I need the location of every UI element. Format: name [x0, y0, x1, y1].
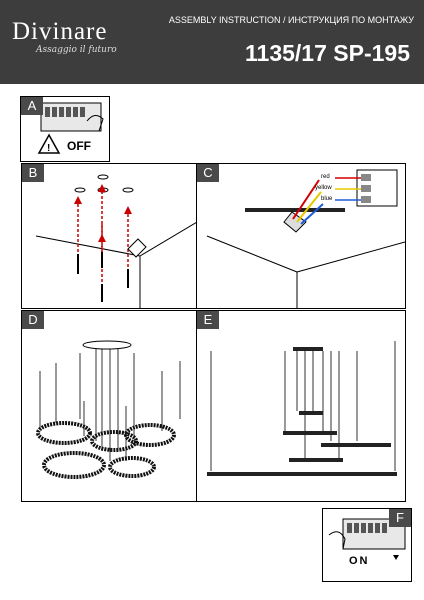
panel-e-label: E	[197, 311, 219, 329]
panel-c-label: C	[197, 164, 219, 182]
breaker-panel-illustration: !	[37, 102, 104, 154]
panel-f-power-on: F ON	[322, 508, 412, 582]
panel-e-height-adjustment: E	[196, 310, 406, 502]
brand-logo: Divinare	[12, 18, 108, 45]
header-bar: Divinare Assaggio il futuro ASSEMBLY INS…	[0, 0, 424, 84]
wire-label-red: red	[321, 174, 330, 180]
panel-b-label: B	[22, 164, 44, 182]
wire-label-yellow: yellow	[315, 185, 332, 191]
brand-tagline: Assaggio il futuro	[36, 45, 117, 55]
breaker-panel-on-illustration	[328, 518, 406, 560]
mounting-bracket	[245, 208, 345, 212]
wiring-illustration	[206, 169, 405, 308]
crystal-rings	[36, 421, 176, 479]
panel-a-power-off: A ! OFF	[20, 96, 110, 162]
power-off-status: OFF	[67, 139, 91, 153]
panel-d-assembled-chandelier: D	[21, 310, 198, 502]
panel-d-label: D	[22, 311, 44, 329]
warning-icon	[37, 133, 61, 154]
assembly-instruction-title: ASSEMBLY INSTRUCTION / ИНСТРУКЦИЯ ПО МОН…	[168, 15, 414, 25]
ceiling-mount-illustration	[35, 174, 197, 308]
chandelier-rings-illustration	[36, 340, 181, 479]
model-number: 1135/17 SP-195	[245, 40, 410, 66]
height-adjustment-illustration	[207, 341, 397, 476]
panel-a-label: A	[21, 97, 43, 115]
panel-b-ceiling-mount: B	[21, 163, 198, 309]
wire-label-blue: blue	[321, 196, 333, 202]
panel-c-wiring: C red yellow blue	[196, 163, 406, 309]
power-on-status: ON	[349, 555, 370, 567]
drill-icon	[127, 238, 147, 258]
linear-light-bars	[207, 411, 397, 476]
svg-text:!: !	[47, 143, 50, 154]
panel-f-label: F	[389, 509, 411, 527]
